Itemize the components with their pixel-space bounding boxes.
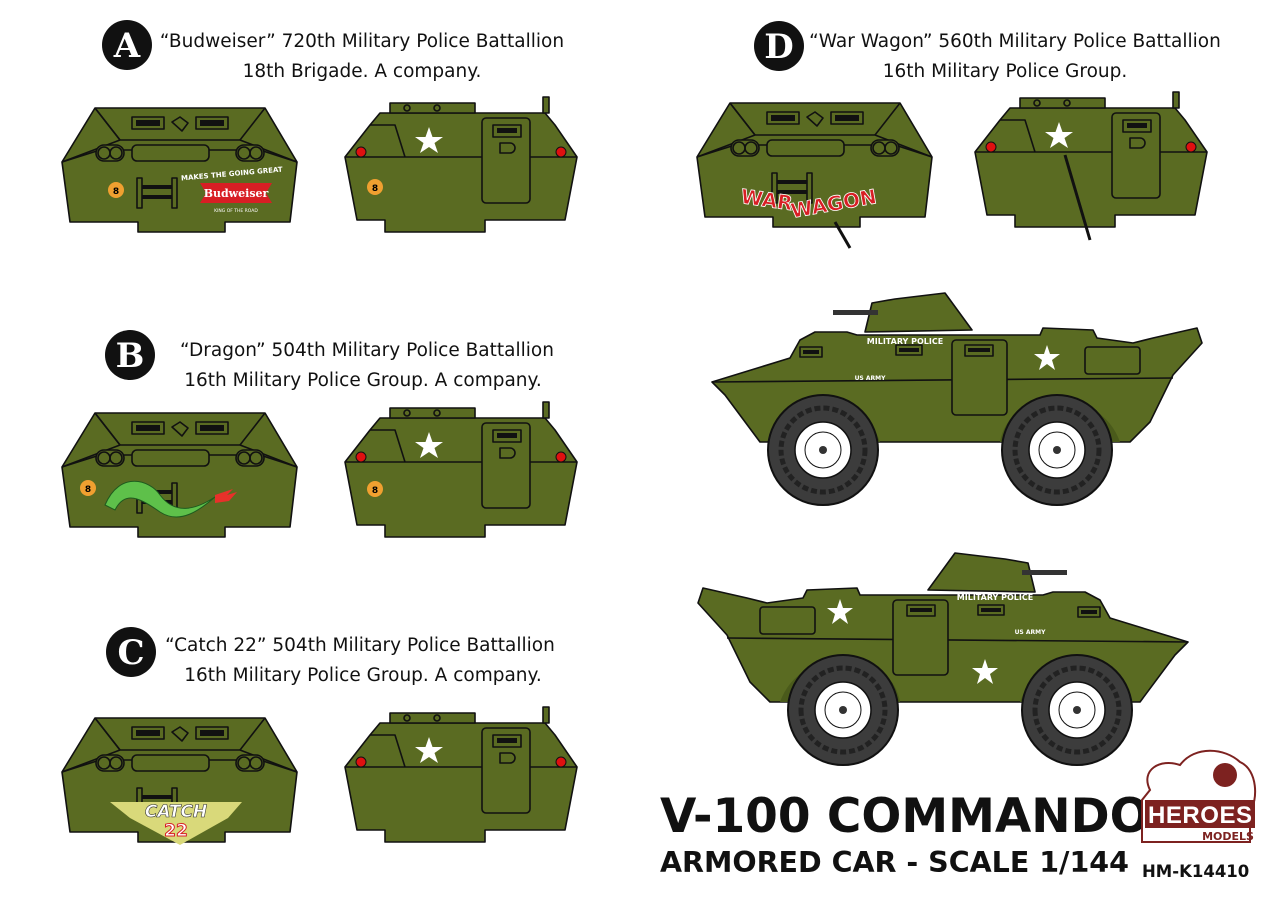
scheme-c: C “Catch 22” 504th Military Police Batta… (61, 627, 578, 845)
us-army-marking: US ARMY (855, 375, 887, 382)
letter-badge-icon (102, 20, 152, 70)
scheme-title: “Budweiser” 720th Military Police Battal… (160, 31, 564, 52)
catch-number: 22 (164, 821, 188, 841)
scheme-a: A “Budweiser” 720th Military Police Batt… (61, 20, 578, 233)
catch-decal: CATCH (145, 802, 207, 822)
letter-badge-icon (754, 21, 804, 71)
unit-marker: 8 (85, 485, 91, 495)
scheme-letter: D (764, 27, 793, 67)
product-code: HM-K14410 (1142, 862, 1249, 881)
kit-title: V-100 COMMANDO (660, 789, 1150, 844)
budweiser-tagline: KING OF THE ROAD (214, 208, 258, 214)
scheme-subtitle: 18th Brigade. A company. (243, 61, 482, 82)
letter-badge-icon (105, 330, 155, 380)
scheme-title: “Dragon” 504th Military Police Battallio… (180, 340, 554, 361)
unit-marker: 8 (113, 187, 119, 197)
heroes-models-logo: HEROES MODELS (1141, 749, 1257, 843)
front-view (61, 412, 298, 538)
scheme-b: B “Dragon” 504th Military Police Battall… (61, 330, 578, 538)
dragon-decal (104, 480, 216, 518)
us-army-marking: US ARMY (1015, 629, 1047, 636)
budweiser-logo: Budweiser (204, 187, 269, 200)
unit-marker: 8 (372, 486, 378, 496)
letter-badge-icon (106, 627, 156, 677)
military-police-marking: MILITARY POLICE (867, 337, 943, 346)
antenna (833, 221, 852, 249)
side-view-left: MILITARY POLICE US ARMY (712, 293, 1202, 505)
rear-view (344, 401, 578, 538)
side-view-right: MILITARY POLICE US ARMY (698, 553, 1188, 765)
scheme-letter: B (116, 336, 145, 376)
scheme-subtitle: 16th Military Police Group. (883, 61, 1128, 82)
scheme-subtitle: 16th Military Police Group. A company. (184, 370, 541, 391)
scheme-letter: A (113, 26, 141, 66)
scheme-title: “War Wagon” 560th Military Police Battal… (809, 31, 1221, 52)
logo-heroes: HEROES (1148, 802, 1252, 829)
unit-marker: 8 (372, 184, 378, 194)
antenna (1063, 154, 1092, 241)
scheme-subtitle: 16th Military Police Group. A company. (184, 665, 541, 686)
military-police-marking: MILITARY POLICE (957, 593, 1033, 602)
scheme-letter: C (117, 633, 144, 673)
rear-view (344, 96, 578, 233)
kit-subtitle: ARMORED CAR - SCALE 1/144 (660, 846, 1129, 879)
rear-view (974, 91, 1208, 228)
logo-models: MODELS (1202, 830, 1254, 843)
rear-view (344, 706, 578, 843)
scheme-title: “Catch 22” 504th Military Police Battall… (165, 635, 555, 656)
scheme-d: D “War Wagon” 560th Military Police Batt… (696, 21, 1221, 249)
